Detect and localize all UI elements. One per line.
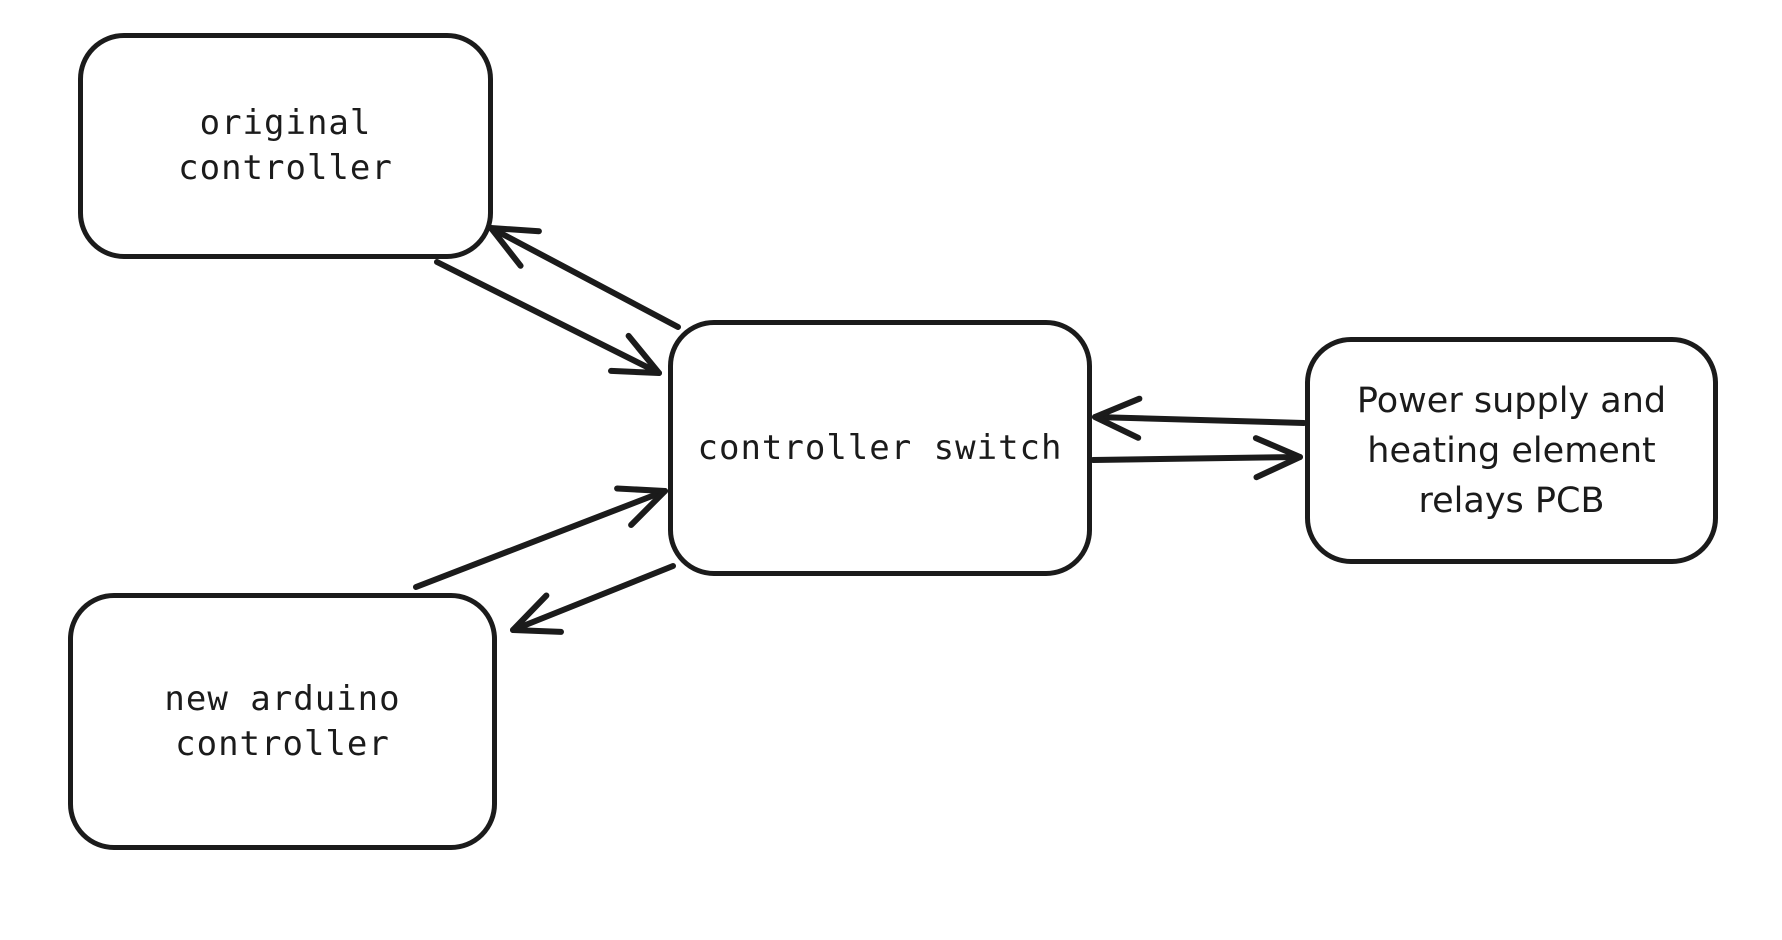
arrow-controller-switch-to-power-supply-pcb[interactable] (1090, 435, 1303, 481)
node-label-line: heating element (1367, 430, 1656, 471)
arrowhead-icon (510, 592, 564, 635)
node-label-line: controller switch (697, 427, 1063, 468)
arrowhead-icon (1252, 435, 1303, 481)
node-original-controller[interactable]: original controller (78, 33, 493, 259)
node-controller-switch[interactable]: controller switch (668, 320, 1092, 576)
arrowhead-icon (488, 225, 542, 269)
node-label-line: controller (175, 723, 390, 764)
arrowhead-icon (614, 485, 668, 528)
node-label-line: controller (178, 148, 393, 188)
node-label-line: relays PCB (1418, 480, 1605, 521)
arrow-controller-switch-to-original-controller[interactable] (488, 225, 681, 330)
node-new-arduino-controller[interactable]: new arduino controller (68, 593, 497, 850)
node-label-line: Power supply and (1356, 380, 1667, 421)
node-power-supply-pcb[interactable]: Power supply and heating element relays … (1305, 337, 1718, 564)
arrowhead-icon (1092, 395, 1143, 441)
node-label-line: new arduino (164, 678, 401, 719)
arrow-original-controller-to-controller-switch[interactable] (434, 259, 662, 376)
node-label-line: original (199, 103, 372, 143)
arrow-new-arduino-controller-to-controller-switch[interactable] (413, 485, 668, 590)
arrowhead-icon (608, 332, 662, 376)
arrow-power-supply-pcb-to-controller-switch[interactable] (1092, 395, 1307, 441)
arrow-controller-switch-to-new-arduino-controller[interactable] (510, 563, 676, 635)
